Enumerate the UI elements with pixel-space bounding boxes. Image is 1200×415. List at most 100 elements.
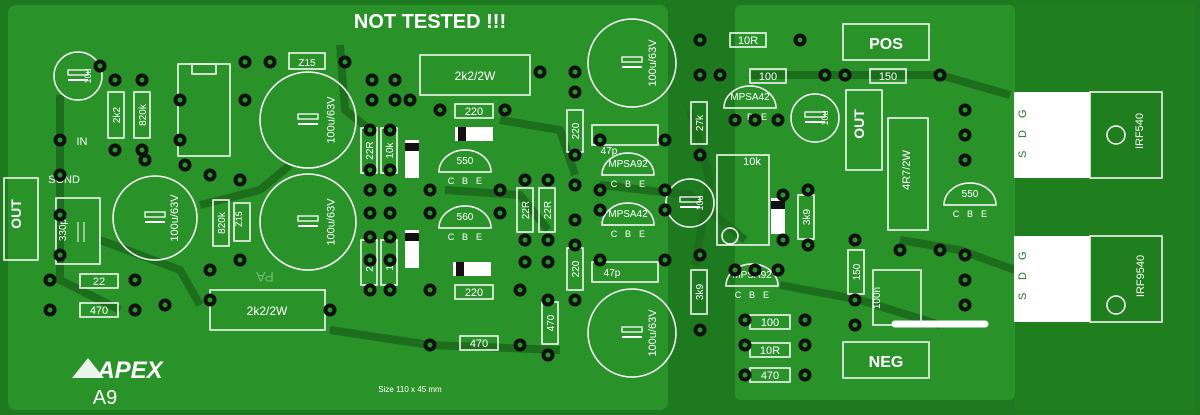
solder-pad xyxy=(383,163,397,177)
board-title: NOT TESTED !!! xyxy=(354,11,506,33)
mosfet-irf540: G D S IRF540 xyxy=(1014,91,1163,179)
solder-pad xyxy=(53,208,67,222)
resistor-value: 100 xyxy=(759,71,777,83)
solder-pad xyxy=(363,283,377,297)
solder-pad xyxy=(541,255,555,269)
solder-pad xyxy=(423,338,437,352)
solder-pad xyxy=(518,233,532,247)
solder-pad xyxy=(93,59,107,73)
resistor-r3k9_a: 3k9 xyxy=(690,269,708,315)
solder-pad xyxy=(776,188,790,202)
resistor-value: 22R xyxy=(365,141,376,159)
capacitor-value: 10u xyxy=(695,195,705,210)
solder-pad xyxy=(693,33,707,47)
resistor-value: 3k9 xyxy=(802,209,813,226)
pos-label: POS xyxy=(869,36,903,53)
solder-pad xyxy=(593,133,607,147)
capacitor-value: 100u/63V xyxy=(169,194,181,242)
resistor-2k2-2w-top: 2k2/2W xyxy=(419,54,531,96)
capacitor-value: 100u/63V xyxy=(647,309,659,357)
solder-pad xyxy=(958,298,972,312)
solder-pad xyxy=(693,323,707,337)
solder-pad xyxy=(128,303,142,317)
solder-pad xyxy=(128,273,142,287)
resistor-r470_left: 470 xyxy=(79,302,119,318)
capacitor-c10u_in: 10u xyxy=(53,51,103,101)
solder-pad xyxy=(933,68,947,82)
capacitor-value: 100u/63V xyxy=(647,39,659,87)
solder-pad xyxy=(518,255,532,269)
solder-pad xyxy=(568,65,582,79)
mirror-text: PA xyxy=(256,269,274,285)
resistor-4r7-2w: 4R7/2W xyxy=(887,117,929,231)
zener-z15-mid: Z15 xyxy=(233,202,251,242)
solder-pad xyxy=(173,133,187,147)
brand-model: A9 xyxy=(93,387,117,409)
resistor-r820k_mid: 820k xyxy=(212,199,230,247)
resistor-value: 10R xyxy=(738,35,758,47)
solder-pad xyxy=(43,273,57,287)
solder-pad xyxy=(793,33,807,47)
solder-pad xyxy=(363,230,377,244)
resistor-value: 820k xyxy=(138,103,149,126)
solder-pad xyxy=(658,133,672,147)
solder-pad xyxy=(541,173,555,187)
solder-pad xyxy=(138,153,152,167)
pin-label: E xyxy=(981,209,987,219)
pin-label: B xyxy=(462,176,468,186)
transistor-part: 550 xyxy=(457,156,474,167)
resistor-value: 2k2 xyxy=(112,107,123,124)
solder-pad xyxy=(203,263,217,277)
irf9540-pin-d: D xyxy=(1017,272,1029,280)
diodes-small xyxy=(405,127,785,276)
irf540-label: IRF540 xyxy=(1134,113,1146,149)
solder-pad xyxy=(363,253,377,267)
solder-pad xyxy=(423,283,437,297)
irf9540-pin-g: G xyxy=(1017,251,1029,260)
solder-pad xyxy=(798,338,812,352)
out-right-terminal: OUT xyxy=(845,89,883,171)
capacitor-330p: 330p xyxy=(55,197,101,265)
pin-label: E xyxy=(639,229,645,239)
resistor-value: 470 xyxy=(90,305,108,317)
solder-pad xyxy=(933,243,947,257)
pin-label: B xyxy=(967,209,973,219)
capacitor-c100u_a: 100u/63V xyxy=(259,71,357,169)
neg-terminal: NEG xyxy=(842,341,930,379)
solder-pad xyxy=(365,73,379,87)
solder-pad xyxy=(693,248,707,262)
solder-pad xyxy=(738,338,752,352)
pin-label: B xyxy=(625,229,631,239)
transistor-part: MPSA92 xyxy=(608,159,648,170)
solder-pad xyxy=(658,203,672,217)
solder-pad xyxy=(135,73,149,87)
copper-pour-right xyxy=(735,5,1015,400)
irf540-pin-s: S xyxy=(1017,151,1029,158)
resistor-r2k2_left: 2k2 xyxy=(107,91,125,139)
solder-pad xyxy=(593,183,607,197)
resistor-value: 470 xyxy=(761,370,779,382)
solder-pad xyxy=(203,168,217,182)
capacitor-47p-bottom: 47p xyxy=(591,261,659,283)
solder-pad xyxy=(423,206,437,220)
solder-pad xyxy=(568,213,582,227)
solder-pad xyxy=(693,148,707,162)
solder-pad xyxy=(108,73,122,87)
solder-pad xyxy=(798,368,812,382)
solder-pad xyxy=(541,348,555,362)
solder-pad xyxy=(518,173,532,187)
capacitor-47p-top: 47p xyxy=(591,124,659,157)
solder-pad xyxy=(403,93,417,107)
solder-pad xyxy=(53,133,67,147)
solder-pad xyxy=(323,303,337,317)
resistor-r22r_d: 22R xyxy=(538,187,556,233)
solder-pad xyxy=(958,248,972,262)
solder-pad xyxy=(433,103,447,117)
svg-text:10k: 10k xyxy=(743,156,761,168)
solder-pad xyxy=(388,73,402,87)
solder-pad xyxy=(893,243,907,257)
solder-pad xyxy=(848,233,862,247)
solder-pad xyxy=(568,178,582,192)
